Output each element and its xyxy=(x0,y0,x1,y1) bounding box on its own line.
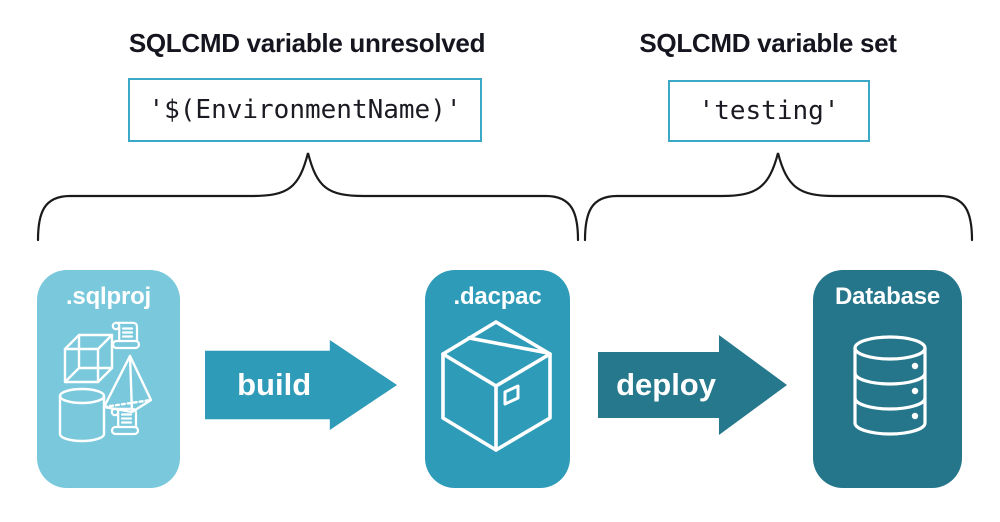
heading-sqlcmd-unresolved: SQLCMD variable unresolved xyxy=(128,28,486,58)
cube-icon xyxy=(63,333,114,384)
package-icon xyxy=(441,320,552,452)
curly-brace-left xyxy=(36,152,580,242)
code-testing-value: 'testing' xyxy=(698,96,840,126)
code-box-testing-value: 'testing' xyxy=(668,80,870,142)
node-sqlproj-label: .sqlproj xyxy=(65,283,152,310)
pyramid-icon xyxy=(102,354,153,414)
code-box-environment-variable: '$(EnvironmentName)' xyxy=(128,78,482,142)
deploy-arrow: deploy xyxy=(598,335,787,435)
deploy-arrow-label: deploy xyxy=(616,367,716,402)
build-arrow: build xyxy=(205,340,397,430)
code-environment-variable: '$(EnvironmentName)' xyxy=(148,95,462,125)
node-dacpac: .dacpac xyxy=(425,270,570,488)
curly-brace-right xyxy=(583,152,974,242)
node-dacpac-label: .dacpac xyxy=(453,283,542,310)
node-database-label: Database xyxy=(834,283,941,310)
build-arrow-label: build xyxy=(237,367,312,402)
database-icon xyxy=(853,335,927,436)
heading-sqlcmd-set: SQLCMD variable set xyxy=(639,28,897,58)
node-database: Database xyxy=(813,270,962,488)
cylinder-icon xyxy=(58,387,106,443)
script-scroll-icon xyxy=(110,407,140,436)
node-sqlproj: .sqlproj xyxy=(37,270,180,488)
script-scroll-icon xyxy=(111,321,141,350)
sql-project-objects-icon xyxy=(58,321,153,443)
